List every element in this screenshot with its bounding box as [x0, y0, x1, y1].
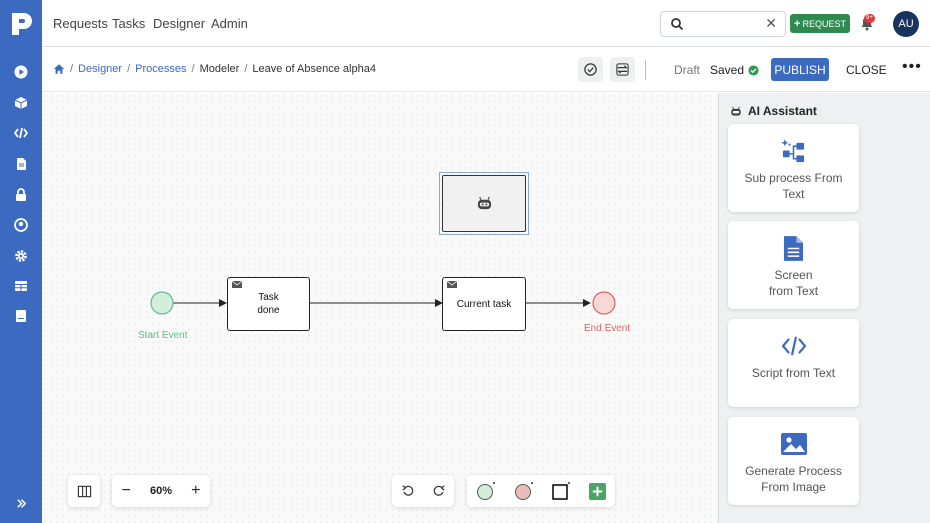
- undo-icon[interactable]: [401, 484, 415, 498]
- plus-icon: +: [794, 17, 801, 30]
- start-event[interactable]: [150, 291, 174, 315]
- top-navbar: Requests Tasks Designer Admin ✕ + REQUES…: [42, 0, 930, 47]
- check-circle-icon: [584, 63, 597, 76]
- publish-button[interactable]: PUBLISH: [771, 58, 829, 81]
- redo-icon[interactable]: [432, 484, 446, 498]
- validate-button[interactable]: [578, 57, 603, 82]
- breadcrumb-toolbar: / Designer / Processes / Modeler / Leave…: [42, 48, 930, 92]
- script-from-text-card[interactable]: Script from Text: [728, 319, 859, 407]
- envelope-icon: [232, 281, 242, 288]
- document-icon[interactable]: [11, 154, 31, 174]
- nav-designer[interactable]: Designer: [153, 16, 206, 31]
- saved-status: Saved: [710, 63, 759, 77]
- nav-admin[interactable]: Admin: [211, 16, 248, 31]
- ai-assistant-title: AI Assistant: [748, 104, 817, 118]
- sync-button[interactable]: [610, 57, 635, 82]
- breadcrumb-designer[interactable]: Designer: [78, 63, 123, 75]
- breadcrumb-separator: /: [244, 63, 248, 75]
- code-icon: [781, 336, 806, 356]
- breadcrumb: / Designer / Processes / Modeler / Leave…: [53, 63, 376, 75]
- search-input[interactable]: ✕: [660, 11, 786, 37]
- new-request-button[interactable]: + REQUEST: [790, 14, 850, 33]
- processmaker-logo[interactable]: [9, 11, 33, 37]
- process-canvas[interactable]: Start Event End Event Task done Current …: [42, 93, 718, 523]
- task-tool-icon[interactable]: [551, 481, 571, 501]
- check-circle-icon: [748, 64, 759, 76]
- avatar[interactable]: AU: [893, 11, 919, 37]
- saved-label: Saved: [710, 63, 745, 77]
- zoom-level: 60%: [149, 485, 173, 497]
- lock-icon[interactable]: [11, 185, 31, 205]
- ai-assistant-panel: AI Assistant Sub process From Text Scree…: [718, 93, 930, 523]
- sequence-flows: [150, 291, 616, 315]
- add-element-icon[interactable]: [589, 482, 607, 500]
- robot-icon: [731, 106, 741, 115]
- play-icon[interactable]: [11, 62, 31, 82]
- zoom-controls: − 60% +: [112, 475, 210, 507]
- ai-generating-task[interactable]: [439, 172, 529, 235]
- end-event-tool-icon[interactable]: [514, 481, 534, 501]
- gear-icon[interactable]: [11, 246, 31, 266]
- envelope-icon: [447, 281, 457, 288]
- user-circle-icon[interactable]: [11, 215, 31, 235]
- generate-process-from-image-card[interactable]: Generate Process From Image: [728, 417, 859, 505]
- cube-icon[interactable]: [11, 93, 31, 113]
- card-label: Script from Text: [751, 366, 836, 380]
- task-label: Task done: [257, 292, 280, 316]
- home-icon[interactable]: [53, 63, 65, 75]
- start-event-tool-icon[interactable]: [476, 481, 496, 501]
- map-icon: [77, 485, 91, 497]
- clear-search-icon[interactable]: ✕: [765, 15, 777, 31]
- task-done[interactable]: Task done: [227, 277, 310, 331]
- current-task[interactable]: Current task: [442, 277, 526, 331]
- breadcrumb-modeler: Modeler: [199, 63, 240, 75]
- book-icon[interactable]: [11, 306, 31, 326]
- left-sidebar: [0, 0, 42, 523]
- breadcrumb-separator: /: [191, 63, 195, 75]
- ai-assistant-header: AI Assistant: [730, 104, 817, 118]
- sync-icon: [616, 63, 629, 76]
- close-button[interactable]: CLOSE: [846, 63, 887, 77]
- minimap-button[interactable]: [68, 475, 100, 507]
- table-icon[interactable]: [11, 276, 31, 296]
- code-icon[interactable]: [11, 123, 31, 143]
- breadcrumb-separator: /: [127, 63, 131, 75]
- breadcrumb-process-name: Leave of Absence alpha4: [252, 63, 376, 75]
- draft-label: Draft: [674, 63, 701, 77]
- undo-redo-controls: [392, 475, 454, 507]
- breadcrumb-processes[interactable]: Processes: [135, 63, 187, 75]
- subprocess-sparkle-icon: [780, 138, 805, 162]
- end-event-label: End Event: [584, 323, 631, 334]
- notification-badge: 9+: [864, 14, 875, 23]
- start-event-label: Start Event: [138, 330, 188, 341]
- subprocess-from-text-card[interactable]: Sub process From Text: [728, 124, 859, 212]
- more-options-icon[interactable]: •••: [902, 58, 922, 75]
- card-label: Generate Process From Image: [745, 464, 842, 494]
- toolbar-divider: [645, 60, 646, 80]
- screen-from-text-card[interactable]: Screen from Text: [728, 221, 859, 309]
- image-icon: [780, 433, 807, 455]
- search-icon: [671, 18, 684, 31]
- card-label: Sub process From Text: [744, 171, 843, 201]
- robot-icon: [477, 196, 491, 210]
- nav-requests[interactable]: Requests: [53, 16, 108, 31]
- zoom-in-icon[interactable]: +: [191, 482, 201, 499]
- document-icon: [783, 235, 804, 261]
- breadcrumb-separator: /: [70, 63, 74, 75]
- end-event[interactable]: [592, 291, 616, 315]
- double-chevron-right-icon[interactable]: [11, 493, 31, 513]
- task-label: Current task: [456, 298, 512, 310]
- element-palette: [467, 475, 615, 507]
- card-label: Screen from Text: [768, 268, 819, 298]
- request-button-label: REQUEST: [802, 18, 846, 29]
- ai-placeholder-box: [442, 175, 526, 232]
- zoom-out-icon[interactable]: −: [121, 482, 131, 499]
- nav-tasks[interactable]: Tasks: [112, 16, 146, 31]
